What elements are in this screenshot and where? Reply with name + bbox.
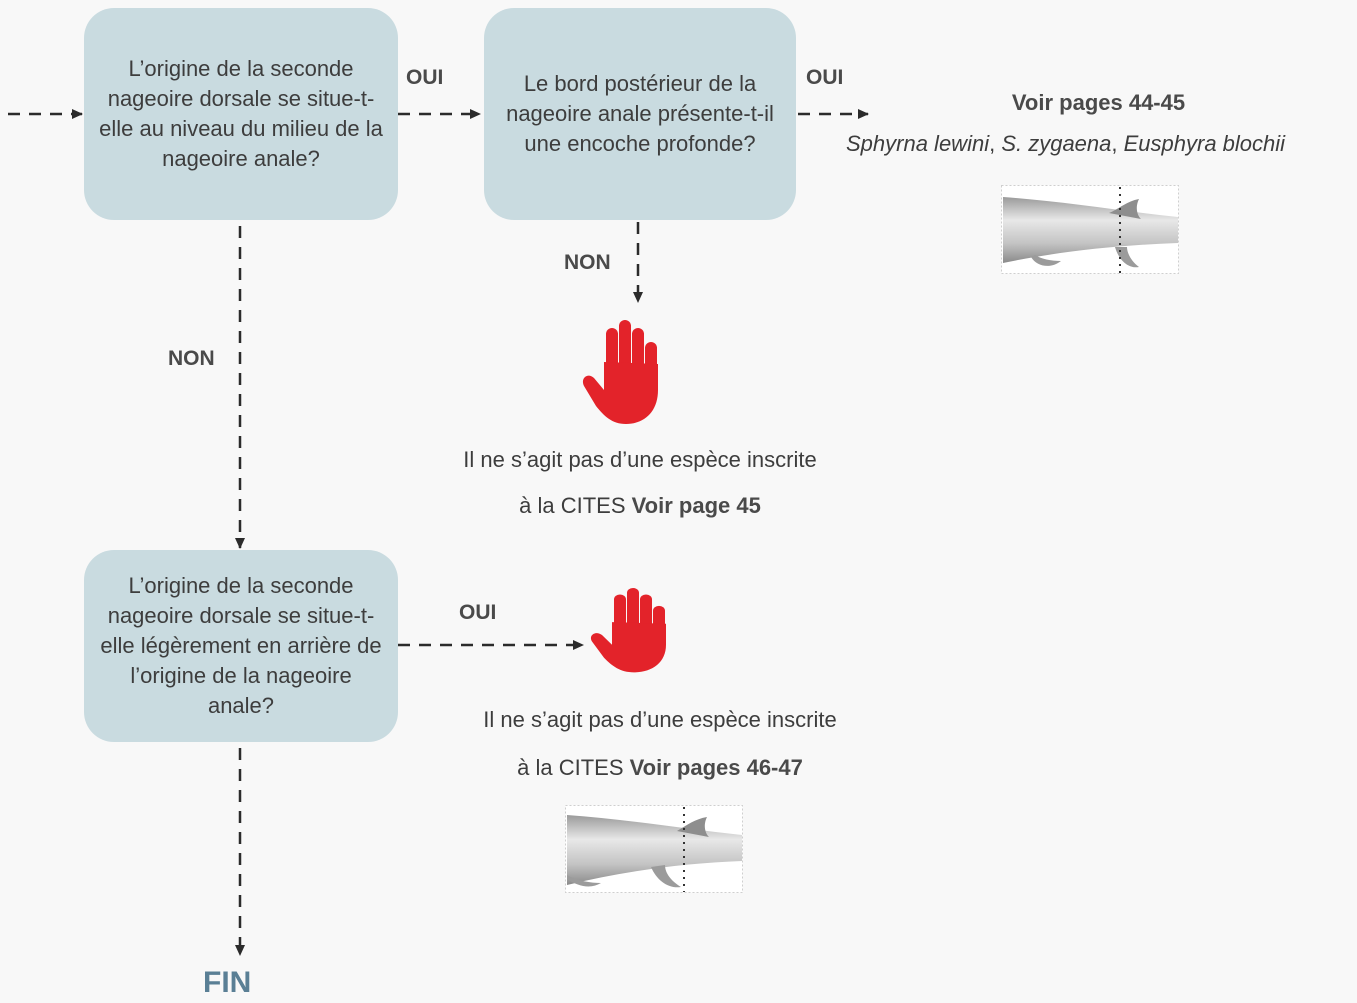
species-sphyrna-lewini: Sphyrna lewini xyxy=(846,131,990,156)
question-box-2: Le bord postérieur de la nageoire anale … xyxy=(484,8,796,220)
question-3-text: L’origine de la seconde nageoire dorsale… xyxy=(100,573,382,718)
species-separator-1: , xyxy=(989,131,1002,156)
oui-label-3: OUI xyxy=(459,601,497,624)
question-box-1: L’origine de la seconde nageoire dorsale… xyxy=(84,8,398,220)
result-mid-line1: Il ne s’agit pas d’une espèce inscrite xyxy=(463,447,817,472)
result-top-pages: Voir pages 44-45 xyxy=(840,90,1357,116)
result-mid-link[interactable]: Voir page 45 xyxy=(631,493,761,518)
stop-hand-icon xyxy=(590,588,666,673)
non-label-1: NON xyxy=(168,347,215,370)
end-label: FIN xyxy=(203,966,252,999)
result-low-prefix: à la CITES xyxy=(517,755,630,780)
oui-label-1: OUI xyxy=(406,66,444,89)
shark-tail-thumbnail-1 xyxy=(1001,185,1179,274)
result-low-line2: à la CITES Voir pages 46-47 xyxy=(400,755,920,781)
question-1-text: L’origine de la seconde nageoire dorsale… xyxy=(99,56,383,171)
result-low-link[interactable]: Voir pages 46-47 xyxy=(629,755,803,780)
question-2-text: Le bord postérieur de la nageoire anale … xyxy=(506,71,774,156)
species-s-zygaena: S. zygaena xyxy=(1001,131,1112,156)
non-label-2: NON xyxy=(564,251,611,274)
stop-hand-icon xyxy=(582,320,658,424)
result-top-species: Sphyrna lewini, S. zygaena, Eusphyra blo… xyxy=(846,131,1285,157)
species-separator-2: , xyxy=(1111,131,1124,156)
result-mid-prefix: à la CITES xyxy=(519,493,632,518)
species-eusphyra-blochii: Eusphyra blochii xyxy=(1123,131,1286,156)
result-mid-line2: à la CITES Voir page 45 xyxy=(380,493,900,519)
result-low-line1: Il ne s’agit pas d’une espèce inscrite xyxy=(483,707,837,732)
question-box-3: L’origine de la seconde nageoire dorsale… xyxy=(84,550,398,742)
result-top-pages-link[interactable]: Voir pages 44-45 xyxy=(1011,90,1186,115)
shark-tail-thumbnail-2 xyxy=(565,805,743,893)
oui-label-2: OUI xyxy=(806,66,844,89)
